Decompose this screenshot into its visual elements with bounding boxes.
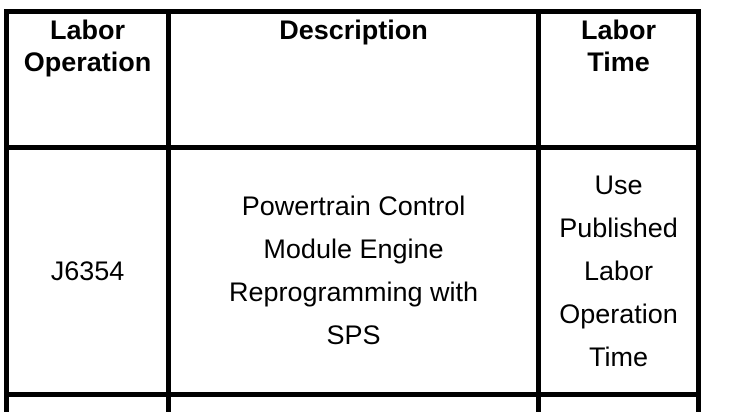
header-row: Labor Operation Description Labor Time [4, 9, 701, 150]
cell-description: Powertrain Control Module Engine Reprogr… [166, 145, 541, 397]
partial-cell [4, 392, 171, 412]
partial-cell [536, 392, 701, 412]
table-row: J6354 Powertrain Control Module Engine R… [4, 145, 701, 397]
header-cell-labor-time: Labor Time [536, 9, 701, 150]
partial-next-row [4, 392, 701, 412]
cell-labor-time: Use Published Labor Operation Time [536, 145, 701, 397]
header-cell-description: Description [166, 9, 541, 150]
cell-labor-operation: J6354 [4, 145, 171, 397]
partial-cell [166, 392, 541, 412]
header-cell-labor-operation: Labor Operation [4, 9, 171, 150]
labor-operations-table: Labor Operation Description Labor Time J… [4, 9, 701, 412]
